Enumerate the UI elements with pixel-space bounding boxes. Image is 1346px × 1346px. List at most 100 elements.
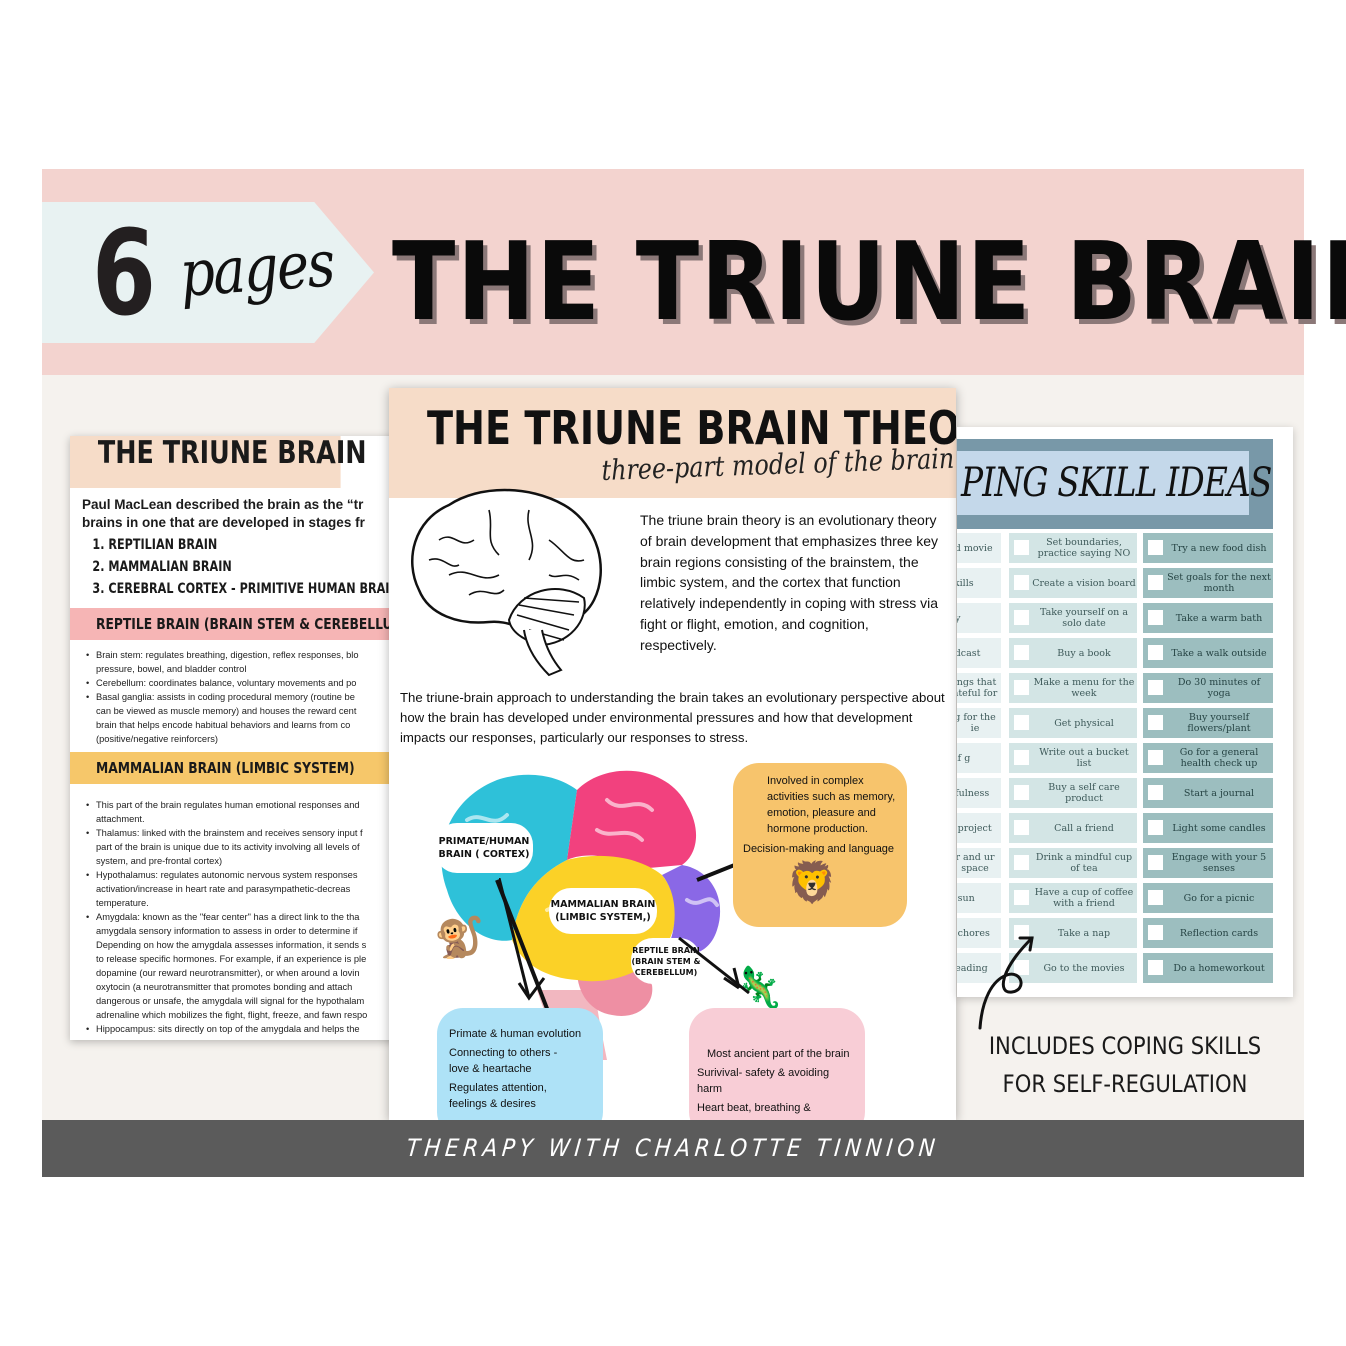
coping-label: Take a warm bath xyxy=(1175,612,1263,624)
coping-cell[interactable]: Take a walk outside xyxy=(1143,638,1273,668)
callout-line: INCLUDES COPING SKILLS xyxy=(988,1032,1262,1060)
coping-label: Have a cup of coffee with a friend xyxy=(1034,887,1134,909)
coping-cell[interactable]: Have a cup of coffee with a friend xyxy=(1009,883,1137,913)
coping-cell[interactable]: Buy a book xyxy=(1009,638,1137,668)
coping-cell[interactable]: Take a warm bath xyxy=(1143,603,1273,633)
center-page-header xyxy=(389,388,956,498)
coping-cell[interactable]: Go for a picnic xyxy=(1143,883,1273,913)
blue-info-box: Primate & human evolution Connecting to … xyxy=(437,1008,603,1120)
coping-cell[interactable]: Drink a mindful cup of tea xyxy=(1009,848,1137,878)
blue-box-heading: Primate & human evolution xyxy=(449,1028,582,1040)
bullet-item: Hypothalamus: regulates autonomic nervou… xyxy=(86,868,400,910)
checkbox[interactable] xyxy=(1148,610,1163,625)
checkbox[interactable] xyxy=(1148,645,1163,660)
checkbox[interactable] xyxy=(1014,540,1029,555)
checkbox[interactable] xyxy=(1148,890,1163,905)
checkbox[interactable] xyxy=(1014,750,1029,765)
coping-cell[interactable]: Start a journal xyxy=(1143,778,1273,808)
coping-cell: r and ur space xyxy=(957,848,1001,878)
coping-cell[interactable]: Go to the movies xyxy=(1009,953,1137,983)
coping-label: Set boundaries, practice saying NO xyxy=(1037,537,1131,559)
coping-cell[interactable]: Buy a self care product xyxy=(1009,778,1137,808)
main-title: THE TRIUNE BRAIN xyxy=(392,220,1346,345)
coping-label: Engage with your 5 senses xyxy=(1171,852,1267,874)
cortex-label: PRIMATE/HUMAN BRAIN ( CORTEX) xyxy=(435,823,533,873)
bullet-item: Brain stem: regulates breathing, digesti… xyxy=(86,648,400,676)
coping-cell[interactable]: Do a homeworkout xyxy=(1143,953,1273,983)
coping-label: Create a vision board xyxy=(1032,577,1136,589)
coping-label: Drink a mindful cup of tea xyxy=(1035,852,1133,874)
coping-cell: dfulness xyxy=(957,778,1001,808)
coping-label: Buy yourself flowers/plant xyxy=(1187,712,1251,734)
coping-cell[interactable]: Engage with your 5 senses xyxy=(1143,848,1273,878)
mammalian-bullets: This part of the brain regulates human e… xyxy=(70,784,400,1036)
coping-label: Go for a picnic xyxy=(1183,892,1255,904)
reptile-label: REPTILE BRAIN (BRAIN STEM & CEREBELLUM) xyxy=(631,938,701,984)
coping-cell[interactable]: Do 30 minutes of yoga xyxy=(1143,673,1273,703)
footer-brand-bar: THERAPY WITH CHARLOTTE TINNION xyxy=(42,1120,1304,1177)
arrows-icon xyxy=(499,878,750,1001)
checkbox[interactable] xyxy=(1148,820,1163,835)
coping-cell[interactable]: Call a friend xyxy=(1009,813,1137,843)
checkbox[interactable] xyxy=(1014,960,1029,975)
coping-label: Light some candles xyxy=(1172,822,1266,834)
coping-cell[interactable]: Go for a general health check up xyxy=(1143,743,1273,773)
coping-cell[interactable]: Write out a bucket list xyxy=(1009,743,1137,773)
coping-cell[interactable]: Light some candles xyxy=(1143,813,1273,843)
checkbox[interactable] xyxy=(1148,575,1163,590)
checkbox[interactable] xyxy=(1148,750,1163,765)
coping-label: Do 30 minutes of yoga xyxy=(1177,677,1261,699)
curly-arrow-icon xyxy=(978,936,1034,1030)
coping-cell[interactable]: Set goals for the next month xyxy=(1143,568,1273,598)
coping-label: Buy a self care product xyxy=(1048,782,1120,804)
checkbox[interactable] xyxy=(1014,820,1029,835)
coping-cell: skills xyxy=(957,568,1001,598)
footer-brand-text: THERAPY WITH CHARLOTTE TINNION xyxy=(405,1134,941,1162)
checkbox[interactable] xyxy=(1014,610,1029,625)
page-count-word: pages xyxy=(177,227,336,312)
coping-label: Start a journal xyxy=(1183,787,1255,799)
checkbox[interactable] xyxy=(1148,680,1163,695)
coping-label: Reflection cards xyxy=(1179,927,1259,939)
intro-line: Paul MacLean described the brain as the … xyxy=(82,497,364,512)
blue-box-line: Connecting to others - love & heartache xyxy=(449,1047,558,1075)
checkbox[interactable] xyxy=(1014,925,1029,940)
brain-sketch-icon xyxy=(411,488,602,677)
coping-cell[interactable]: Get physical xyxy=(1009,708,1137,738)
bullet-item: Thalamus: linked with the brainstem and … xyxy=(86,826,400,868)
checkbox[interactable] xyxy=(1148,925,1163,940)
coping-cell: e chores xyxy=(957,918,1001,948)
checkbox[interactable] xyxy=(1014,890,1029,905)
checkbox[interactable] xyxy=(1148,855,1163,870)
coping-label: Go for a general health check up xyxy=(1179,747,1259,769)
intro-line: brains in one that are developed in stag… xyxy=(82,515,365,530)
coping-cell[interactable]: Buy yourself flowers/plant xyxy=(1143,708,1273,738)
monkey-icon: 🐒 xyxy=(434,916,484,960)
coping-cell[interactable]: Try a new food dish xyxy=(1143,533,1273,563)
coping-cell: beading xyxy=(957,953,1001,983)
coping-label: Do a homeworkout xyxy=(1173,962,1265,974)
checkbox[interactable] xyxy=(1148,785,1163,800)
checkbox[interactable] xyxy=(1014,645,1029,660)
coping-cell[interactable]: Set boundaries, practice saying NO xyxy=(1009,533,1137,563)
coping-label: Take a nap xyxy=(1057,927,1111,939)
preview-page-triune-brain: THE TRIUNE BRAIN Paul MacLean described … xyxy=(70,436,400,1040)
checkbox[interactable] xyxy=(1014,785,1029,800)
checkbox[interactable] xyxy=(1148,715,1163,730)
checkbox[interactable] xyxy=(1014,680,1029,695)
checkbox[interactable] xyxy=(1014,715,1029,730)
bullet-item: Amygdala: known as the "fear center" has… xyxy=(86,910,400,1022)
checkbox[interactable] xyxy=(1148,960,1163,975)
coping-cell[interactable]: Reflection cards xyxy=(1143,918,1273,948)
coping-cell: e project xyxy=(957,813,1001,843)
bullet-item: Basal ganglia: assists in coding procedu… xyxy=(86,690,400,746)
coping-cell[interactable]: Create a vision board xyxy=(1009,568,1137,598)
reptile-bullets: Brain stem: regulates breathing, digesti… xyxy=(70,640,400,746)
checkbox[interactable] xyxy=(1148,540,1163,555)
coping-cell[interactable]: Take yourself on a solo date xyxy=(1009,603,1137,633)
checkbox[interactable] xyxy=(1014,575,1029,590)
checkbox[interactable] xyxy=(1014,855,1029,870)
coping-cell[interactable]: Make a menu for the week xyxy=(1009,673,1137,703)
coping-cell: odcast xyxy=(957,638,1001,668)
